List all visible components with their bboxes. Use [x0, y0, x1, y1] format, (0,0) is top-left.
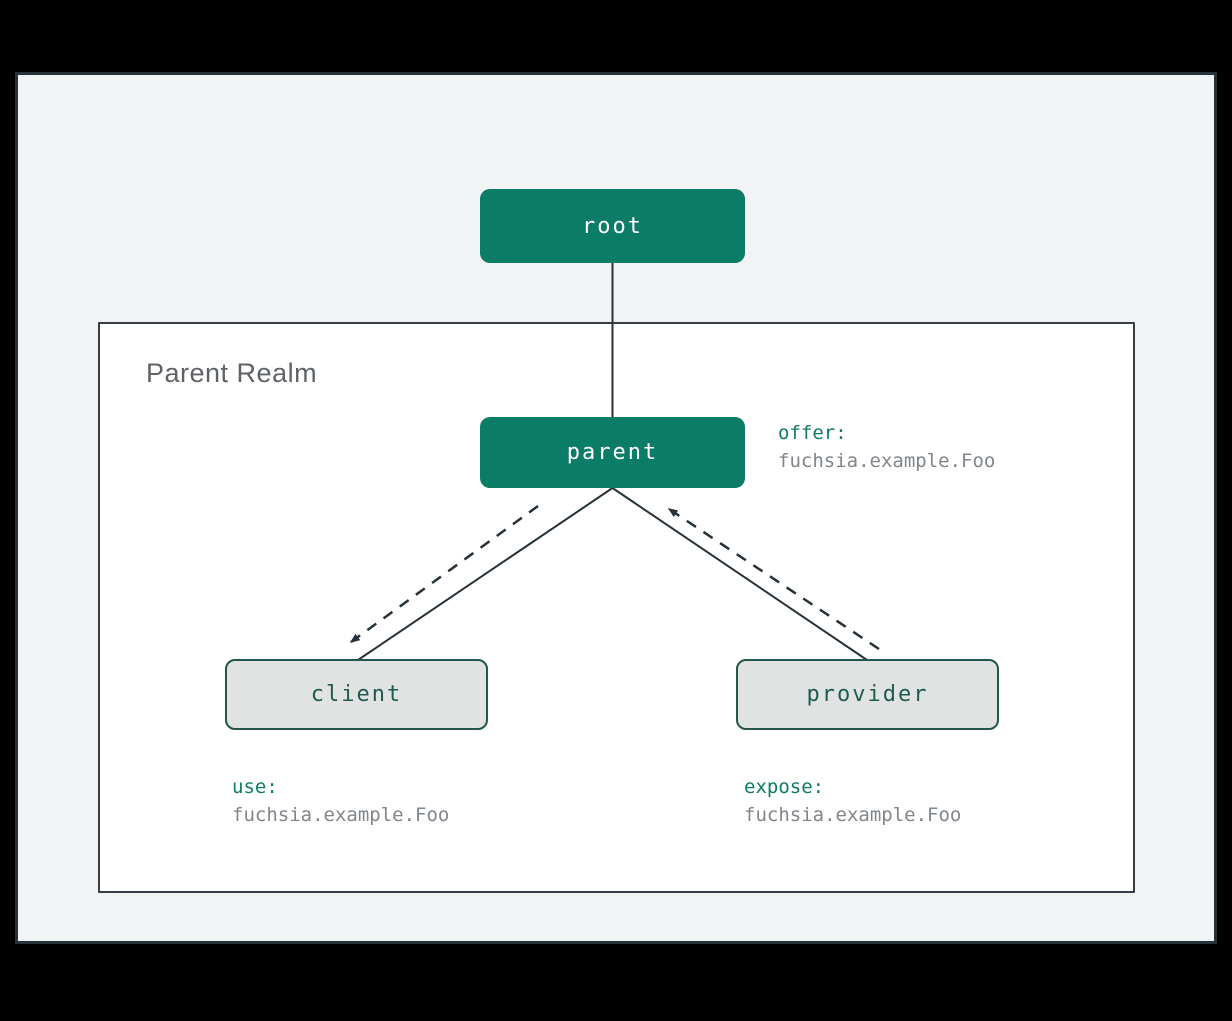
route-offer-arrow [349, 504, 539, 644]
node-parent-label: parent [566, 440, 659, 465]
route-expose-arrow [667, 507, 880, 651]
annotation-use-value: fuchsia.example.Foo [232, 804, 450, 826]
edge-parent-provider [611, 487, 868, 661]
node-parent: parent [480, 417, 745, 488]
node-root-label: root [582, 213, 643, 239]
node-client: client [225, 659, 488, 730]
annotation-offer: offer: fuchsia.example.Foo [778, 419, 995, 475]
diagram-panel: Parent Realm root parent client provider… [15, 72, 1217, 944]
annotation-expose: expose: fuchsia.example.Foo [744, 773, 961, 829]
annotation-use: use: fuchsia.example.Foo [232, 773, 449, 829]
annotation-offer-value: fuchsia.example.Foo [778, 450, 996, 472]
annotation-use-keyword: use: [232, 776, 278, 798]
node-provider-label: provider [806, 682, 929, 707]
annotation-expose-keyword: expose: [744, 776, 825, 798]
annotation-offer-keyword: offer: [778, 422, 847, 444]
connector-lines [349, 263, 880, 661]
parent-realm-label: Parent Realm [146, 358, 318, 388]
node-provider: provider [736, 659, 999, 730]
node-client-label: client [310, 682, 403, 707]
edge-parent-client [357, 487, 614, 661]
annotation-expose-value: fuchsia.example.Foo [744, 804, 962, 826]
node-root: root [480, 189, 745, 263]
